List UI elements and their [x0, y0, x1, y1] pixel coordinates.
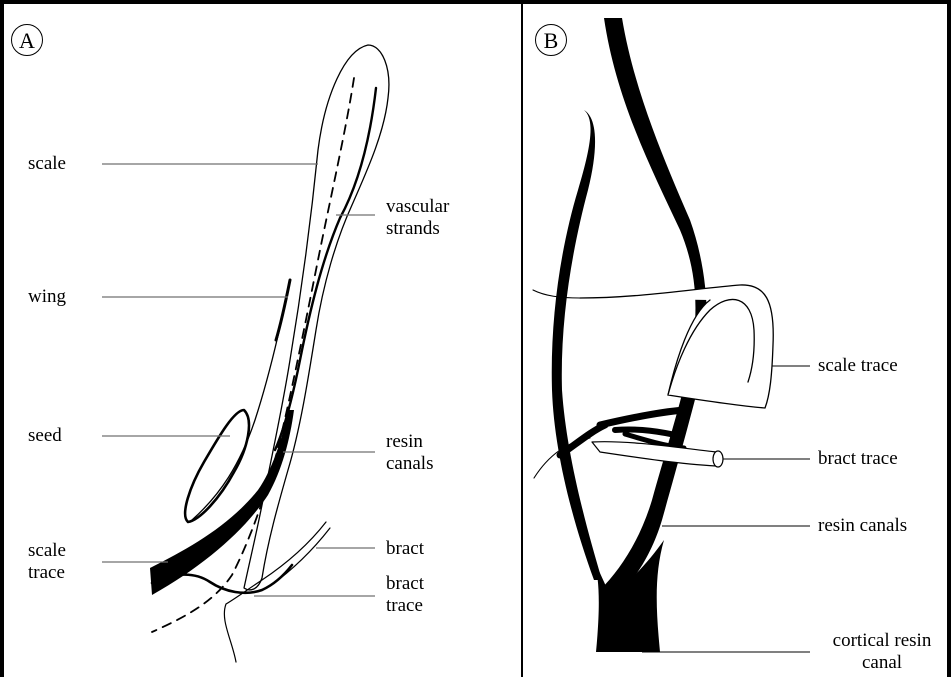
label-bract-trace-line1: bract — [386, 573, 424, 595]
seed-outline — [185, 410, 249, 522]
label-seed: seed — [28, 425, 62, 447]
panel-a-leaders — [102, 164, 375, 596]
label-scale: scale — [28, 153, 66, 175]
label-cortical-line1: cortical resin — [818, 630, 946, 652]
axis-outline-left — [533, 290, 580, 298]
label-scale-trace-b: scale trace — [818, 355, 898, 377]
label-wing: wing — [28, 286, 66, 308]
label-cortical-line2: canal — [818, 652, 946, 674]
scale-outline — [244, 45, 389, 590]
bract-trace-tube-end — [713, 451, 723, 467]
label-bract-trace-line2: trace — [386, 595, 423, 617]
label-bract-trace-b: bract trace — [818, 448, 898, 470]
wing-outline — [192, 280, 290, 520]
bract-trace-tube — [592, 442, 716, 466]
right-resin-canal — [600, 18, 707, 600]
wing-edge — [276, 280, 290, 340]
panel-b-drawing — [533, 18, 773, 652]
panel-a-badge: A — [11, 24, 43, 56]
panel-a-drawing — [150, 45, 389, 662]
label-bract: bract — [386, 538, 424, 560]
bract-trace-branch-1 — [600, 410, 684, 425]
panel-b-badge: B — [535, 24, 567, 56]
label-resin-line2: canals — [386, 453, 433, 475]
scale-trace-band — [150, 410, 294, 595]
label-resin-canals-b: resin canals — [818, 515, 907, 537]
label-resin-line1: resin — [386, 431, 423, 453]
label-vascular-line2: strands — [386, 218, 440, 240]
left-resin-canal — [552, 110, 602, 580]
label-scale-trace-line1: scale — [28, 540, 66, 562]
label-vascular-line1: vascular — [386, 196, 449, 218]
label-scale-trace-line2: trace — [28, 562, 65, 584]
